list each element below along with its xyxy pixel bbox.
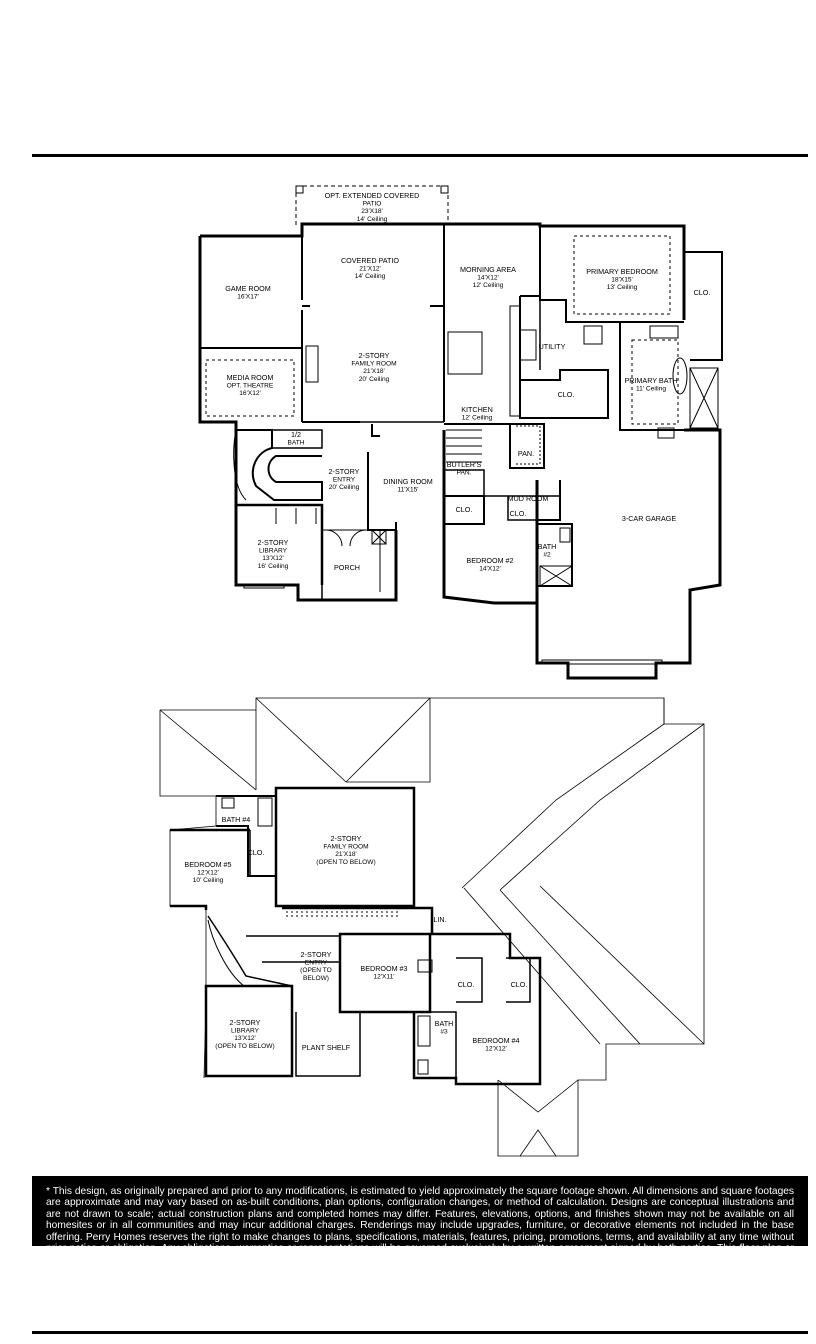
room-label-bedroom4-line-1: 12'X12' <box>485 1046 507 1053</box>
room-label-mud-line-0: MUD ROOM <box>508 494 549 503</box>
room-label-dining-line-0: DINING ROOM <box>383 477 433 486</box>
room-label-butler-line-0: BUTLER'S <box>447 460 482 469</box>
room-label-clo-4-line-0: CLO. <box>511 980 528 989</box>
room-label-game-line-0: GAME ROOM <box>225 284 271 293</box>
room-label-porch-line-0: PORCH <box>334 563 360 572</box>
room-label-entry-line-0: 2-STORY <box>329 467 360 476</box>
room-label-bedroom3-line-1: 12'X11' <box>373 974 394 981</box>
room-label-clo-3-line-0: CLO. <box>458 980 475 989</box>
room-label-patio-line-0: COVERED PATIO <box>341 256 399 265</box>
room-label-bedroom5-line-0: BEDROOM #5 <box>184 860 231 869</box>
second-floor-fixtures <box>221 797 433 1075</box>
room-label-bedroom5-line-1: 12'X12' <box>197 870 219 877</box>
room-label-primary-bed-line-0: PRIMARY BEDROOM <box>586 267 658 276</box>
room-label-half-bath-line-1: BATH <box>287 440 304 447</box>
room-label-garage-line-0: 3-CAR GARAGE <box>622 514 677 523</box>
room-label-library-line-2: 13'X12' <box>262 555 284 562</box>
room-label-media-line-1: OPT. THEATRE <box>227 383 274 390</box>
room-label-library-line-1: LIBRARY <box>259 548 288 555</box>
room-label-family-up-line-0: 2-STORY <box>331 834 362 843</box>
room-label-family-up-line-1: FAMILY ROOM <box>323 844 368 851</box>
room-label-family-line-3: 20' Ceiling <box>359 376 390 383</box>
room-label-primary-bed-line-1: 18'X15' <box>611 277 633 284</box>
room-label-library-line-0: 2-STORY <box>258 538 289 547</box>
disclaimer-text: * This design, as originally prepared an… <box>46 1186 794 1246</box>
room-label-dining-line-1: 11'X15' <box>397 487 418 494</box>
room-label-game-line-1: 16'X17' <box>237 294 259 301</box>
first-floor-walls <box>198 185 723 680</box>
room-label-family-up-line-2: 21'X18' <box>335 851 357 858</box>
room-label-library-up-line-3: (OPEN TO BELOW) <box>215 1043 274 1050</box>
room-label-bedroom2-line-0: BEDROOM #2 <box>466 556 513 565</box>
room-label-pan-line-0: PAN. <box>518 449 534 458</box>
bottom-rule <box>32 1331 808 1334</box>
room-label-family-line-1: FAMILY ROOM <box>351 361 396 368</box>
room-label-primary-bed-line-2: 13' Ceiling <box>607 284 638 291</box>
room-label-entry-line-2: 20' Ceiling <box>329 484 360 491</box>
top-rule <box>32 154 808 157</box>
room-label-bath2-line-1: #2 <box>543 552 551 559</box>
room-label-kitchen-line-1: 12' Ceiling <box>462 415 493 422</box>
room-label-primary-bath-line-0: PRIMARY BATH <box>624 376 677 385</box>
room-label-plant-line-0: PLANT SHELF <box>302 1043 351 1052</box>
room-label-bath3-line-1: #3 <box>440 1029 448 1036</box>
room-label-half-bath-line-0: 1/2 <box>291 430 301 439</box>
room-label-patio-ext-line-3: 14' Ceiling <box>357 216 388 223</box>
room-label-bedroom4-line-0: BEDROOM #4 <box>472 1036 519 1045</box>
room-label-primary-bath-line-1: 11' Ceiling <box>636 386 666 393</box>
room-label-patio-ext-line-2: 23'X18' <box>361 208 383 215</box>
room-label-utility-line-0: UTILITY <box>539 342 566 351</box>
room-label-lin-line-0: LIN. <box>433 915 446 924</box>
room-label-clo-b-line-0: CLO. <box>510 509 527 518</box>
room-label-library-line-3: 16' Ceiling <box>258 563 289 570</box>
room-label-bath2-line-0: BATH <box>538 542 557 551</box>
room-label-entry-up-line-0: 2-STORY <box>301 950 332 959</box>
room-label-entry-up-line-2: (OPEN TO <box>300 967 332 974</box>
room-label-bath3-line-0: BATH <box>435 1019 454 1028</box>
room-label-kitchen-line-0: KITCHEN <box>461 405 493 414</box>
room-label-library-up-line-1: LIBRARY <box>231 1028 260 1035</box>
room-label-entry-line-1: ENTRY <box>333 477 356 484</box>
room-label-library-up-line-0: 2-STORY <box>230 1018 261 1027</box>
room-label-patio-line-1: 21'X12' <box>359 266 381 273</box>
room-label-morning-line-2: 12' Ceiling <box>473 282 504 289</box>
room-label-clo-utility-line-0: CLO. <box>558 390 575 399</box>
room-label-bedroom2-line-1: 14'X12' <box>479 566 501 573</box>
room-label-clo-primary-line-0: CLO. <box>694 288 711 297</box>
second-floor-walls <box>170 786 542 1086</box>
room-label-library-up-line-2: 13'X12' <box>234 1035 256 1042</box>
room-label-bath4-line-0: BATH #4 <box>222 815 251 824</box>
room-label-clo-5-line-0: CLO. <box>248 848 265 857</box>
room-label-family-line-0: 2-STORY <box>359 351 390 360</box>
first-floor-fixtures <box>205 235 719 665</box>
room-label-family-line-2: 21'X18' <box>363 368 385 375</box>
room-label-patio-ext-line-0: OPT. EXTENDED COVERED <box>325 191 420 200</box>
room-label-butler-line-1: PAN. <box>457 470 472 477</box>
room-label-family-up-line-3: (OPEN TO BELOW) <box>316 859 375 866</box>
room-label-bedroom5-line-2: 10' Ceiling <box>193 877 224 884</box>
room-label-patio-line-2: 14' Ceiling <box>355 273 386 280</box>
room-label-clo-a-line-0: CLO. <box>456 505 473 514</box>
room-label-patio-ext-line-1: PATIO <box>363 201 382 208</box>
room-label-entry-up-line-3: BELOW) <box>303 975 329 982</box>
room-label-morning-line-0: MORNING AREA <box>460 265 516 274</box>
room-label-media-line-2: 16'X12' <box>239 390 261 397</box>
room-label-morning-line-1: 14'X12' <box>477 275 499 282</box>
room-label-bedroom3-line-0: BEDROOM #3 <box>360 964 407 973</box>
room-label-media-line-0: MEDIA ROOM <box>227 373 274 382</box>
disclaimer-box: * This design, as originally prepared an… <box>32 1176 808 1246</box>
room-label-entry-up-line-1: ENTRY <box>305 960 328 967</box>
